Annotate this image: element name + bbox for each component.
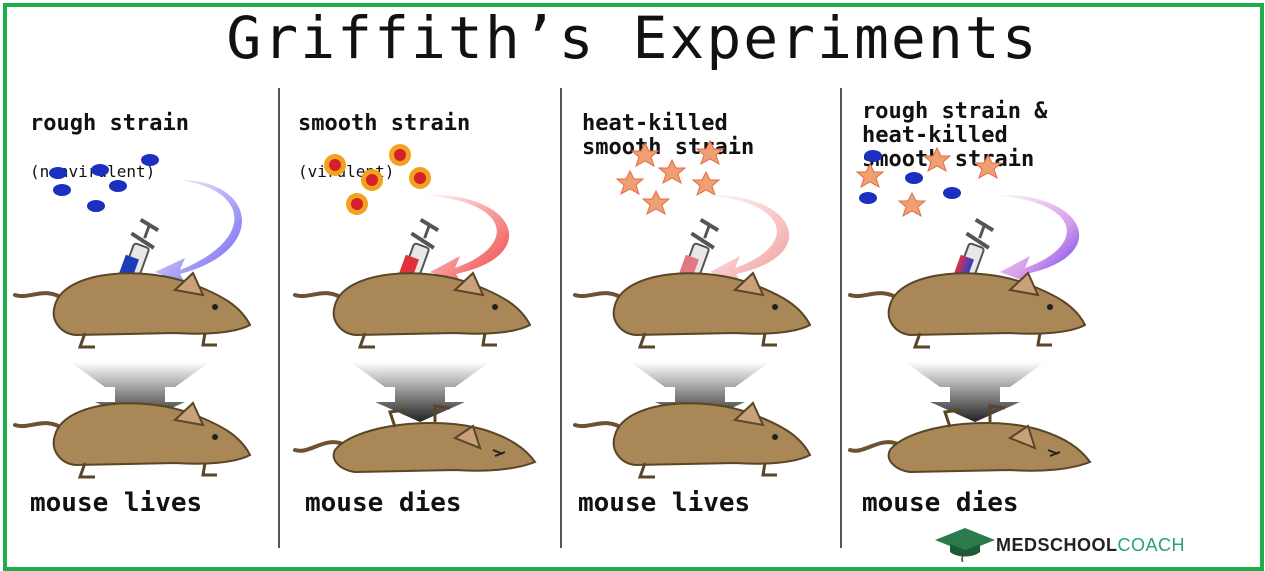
brand-light: COACH	[1118, 535, 1186, 555]
outcome-label: mouse dies	[305, 488, 462, 518]
curved-arrow	[700, 195, 789, 284]
mouse-alive	[295, 273, 530, 347]
mixed-bacteria	[857, 148, 1001, 216]
mouse-alive	[575, 403, 810, 477]
brand-bold: MEDSCHOOL	[996, 535, 1118, 555]
outcome-label: mouse lives	[30, 488, 202, 518]
outcome-label: mouse lives	[578, 488, 750, 518]
curved-arrow	[420, 195, 509, 284]
rough-bacteria	[49, 154, 159, 212]
mouse-alive	[15, 403, 250, 477]
down-arrow	[905, 362, 1045, 422]
curved-arrow	[990, 195, 1079, 284]
curved-arrow	[155, 180, 242, 284]
brand-name: MEDSCHOOLCOACH	[996, 535, 1185, 556]
heat-killed-bacteria	[617, 141, 723, 214]
mouse-alive	[15, 273, 250, 347]
mouse-alive	[850, 273, 1085, 347]
smooth-bacteria	[324, 144, 431, 215]
mouse-alive	[575, 273, 810, 347]
down-arrow	[350, 362, 490, 422]
outcome-label: mouse dies	[862, 488, 1019, 518]
